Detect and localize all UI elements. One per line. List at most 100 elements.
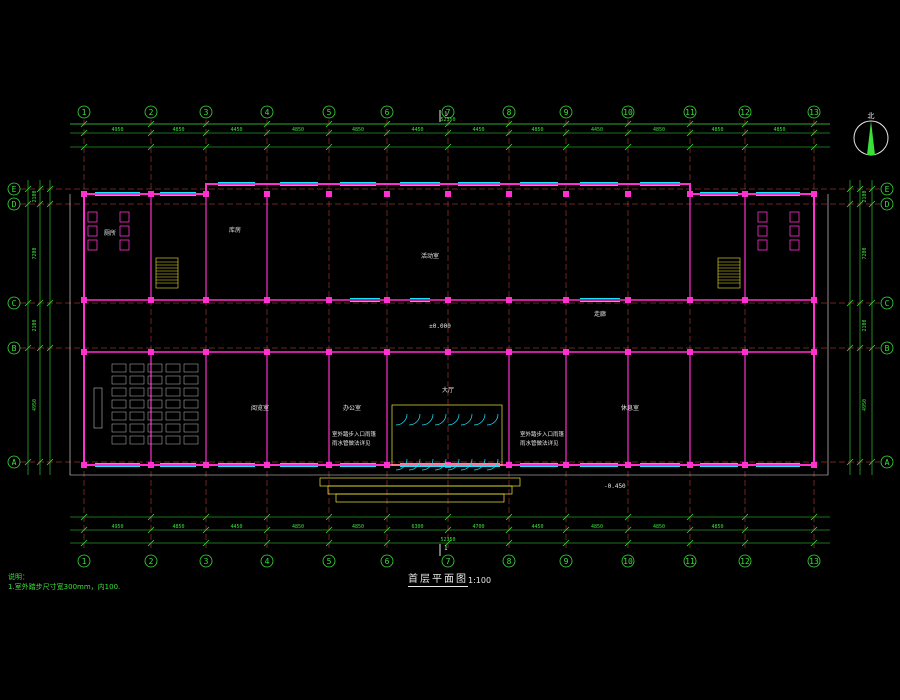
notes-heading: 说明：: [8, 573, 29, 581]
desk: [183, 399, 199, 409]
column: [203, 349, 209, 355]
column: [742, 191, 748, 197]
axis-bubble: [880, 341, 894, 355]
desk: [111, 387, 127, 397]
axis-label: D: [12, 200, 17, 209]
dim-label-left: 4950: [32, 399, 38, 411]
axis-bubble: [199, 554, 213, 568]
dim-label-top: 4950: [111, 127, 123, 133]
column: [506, 191, 512, 197]
dim-label-top: 4450: [411, 127, 423, 133]
desk: [183, 375, 199, 385]
axis-label: C: [885, 299, 890, 308]
axis-bubble: [683, 554, 697, 568]
toilet-stall: [119, 225, 130, 237]
column: [326, 297, 332, 303]
axis-bubble: [380, 105, 394, 119]
column: [625, 297, 631, 303]
desk: [129, 375, 145, 385]
axis-label: B: [12, 344, 17, 353]
axis-label: 1: [82, 108, 87, 117]
axis-bubble: [7, 182, 21, 196]
dim-label-right: 2100: [862, 190, 868, 202]
column: [811, 462, 817, 468]
desk: [129, 435, 145, 445]
dim-label-top: 4850: [773, 127, 785, 133]
section-mark-label: 1: [444, 545, 448, 552]
axis-label: 3: [204, 557, 209, 566]
axis-label: D: [885, 200, 890, 209]
column: [742, 349, 748, 355]
axis-bubble: [144, 105, 158, 119]
axis-label: 6: [385, 557, 390, 566]
desk: [147, 387, 163, 397]
desk: [129, 363, 145, 373]
dim-label-bottom: 4950: [111, 524, 123, 530]
axis-label: 7: [446, 108, 451, 117]
axis-bubble: [807, 105, 821, 119]
door-swing: [473, 413, 486, 426]
dim-label-top: 4850: [711, 127, 723, 133]
axis-label: 2: [149, 557, 154, 566]
stair-left: [155, 257, 179, 289]
room-label: 大厅: [442, 386, 454, 394]
door-swing: [395, 458, 408, 471]
desk: [165, 375, 181, 385]
toilet-stall: [789, 225, 800, 237]
door-swing: [486, 458, 499, 471]
column: [203, 191, 209, 197]
dim-label-top: 4450: [230, 127, 242, 133]
axis-label: 9: [564, 108, 569, 117]
room-label: 厕所: [104, 229, 116, 237]
door-swing: [408, 413, 421, 426]
toilet-stall: [87, 239, 98, 251]
axis-label: 3: [204, 108, 209, 117]
column: [148, 462, 154, 468]
plan-scale: 1:100: [468, 576, 492, 585]
desk: [165, 363, 181, 373]
column: [148, 297, 154, 303]
walls: [69, 183, 829, 476]
desk: [129, 387, 145, 397]
axis-label: E: [885, 185, 890, 194]
door-swing: [395, 413, 408, 426]
toilet-stall: [789, 239, 800, 251]
axis-label: B: [885, 344, 890, 353]
column: [445, 297, 451, 303]
dim-label-top: 4850: [352, 127, 364, 133]
plan-details: [87, 211, 800, 503]
column: [563, 462, 569, 468]
axis-bubble: [7, 341, 21, 355]
room-label: 休息室: [621, 404, 639, 412]
desk: [111, 435, 127, 445]
column: [384, 349, 390, 355]
column: [326, 191, 332, 197]
axis-bubble: [621, 105, 635, 119]
desk: [147, 363, 163, 373]
room-label: 活动室: [421, 252, 439, 260]
dim-label-left: 7200: [32, 247, 38, 259]
toilet-stall: [87, 211, 98, 223]
door-swing: [408, 458, 421, 471]
column: [506, 349, 512, 355]
room-label: 走廊: [594, 310, 606, 318]
door-swing: [447, 458, 460, 471]
dim-label-right: 4950: [862, 399, 868, 411]
desk: [183, 423, 199, 433]
toilet-stall: [757, 225, 768, 237]
axis-bubble: [880, 455, 894, 469]
column: [742, 462, 748, 468]
desk: [111, 423, 127, 433]
dim-label-bottom: 4850: [711, 524, 723, 530]
axis-bubble: [880, 296, 894, 310]
column: [81, 349, 87, 355]
axis-label: 9: [564, 557, 569, 566]
column: [742, 297, 748, 303]
axis-label: 10: [623, 108, 633, 117]
dim-label-bottom: 4450: [531, 524, 543, 530]
dim-label-right: 7200: [862, 247, 868, 259]
column: [81, 297, 87, 303]
entrance-step: [327, 485, 513, 495]
entrance-note-right: 室外踏步入口雨篷: [520, 430, 565, 438]
